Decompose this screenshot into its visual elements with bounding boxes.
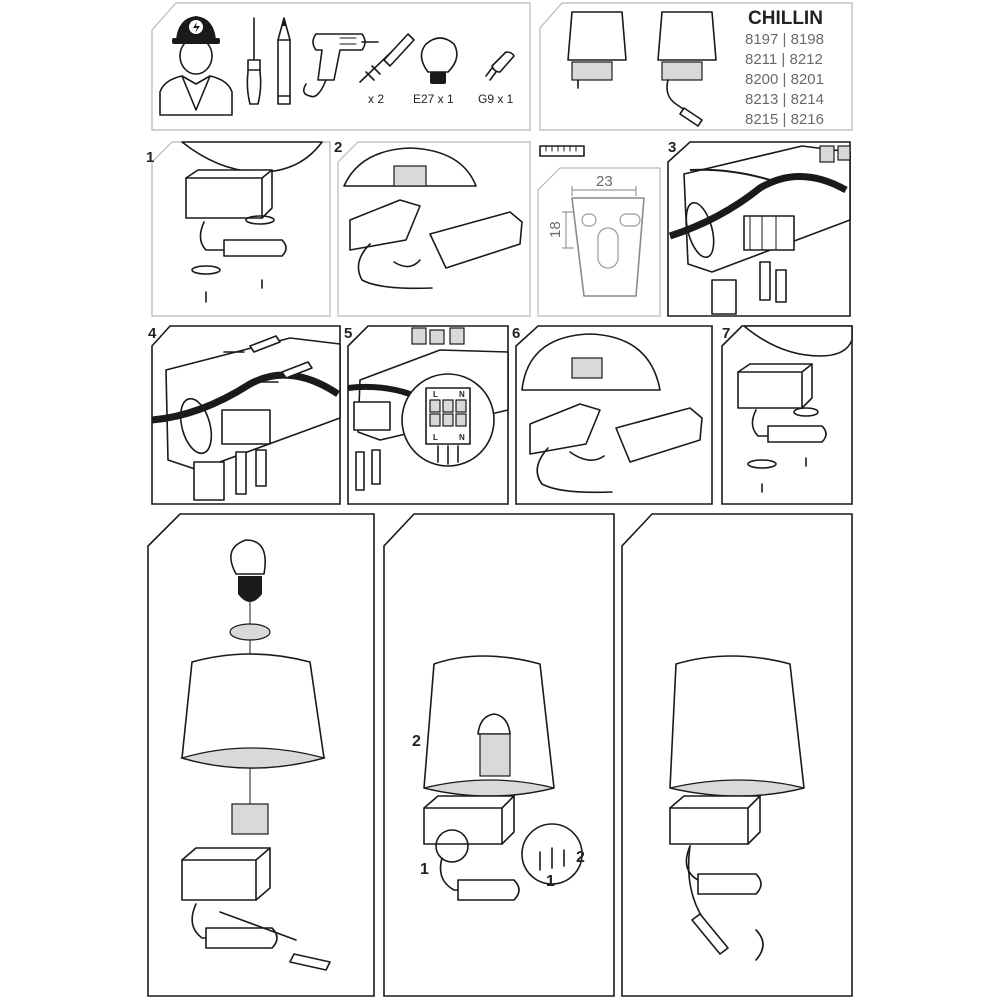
screw-detail-inset: 2 1 — [521, 823, 585, 890]
inset-callout-2: 2 — [576, 849, 585, 866]
template-width-label: 23 — [596, 173, 613, 190]
final-step-c-panel — [621, 513, 853, 997]
model-numbers-row-2: 8211 | 8212 — [745, 51, 823, 68]
ruler-icon — [539, 145, 585, 157]
final-callout-2: 2 — [412, 733, 421, 750]
e27-qty-label: E27 x 1 — [413, 92, 454, 106]
g9-qty-label: G9 x 1 — [478, 92, 514, 106]
product-panel: CHILLIN 8197 | 8198 8211 | 8212 8200 | 8… — [539, 2, 853, 131]
terminal-top-l-label: L — [433, 390, 438, 399]
wall-anchor-icon: x 2 — [359, 33, 415, 106]
e27-bulb-icon: E27 x 1 — [413, 37, 458, 106]
terminal-bottom-n-label: N — [459, 433, 465, 442]
model-numbers-row-3: 8200 | 8201 — [745, 71, 824, 88]
model-numbers-row-5: 8215 | 8216 — [745, 111, 824, 128]
final-callout-1: 1 — [420, 861, 429, 878]
product-lamp-reading-arm-illustration — [657, 11, 717, 127]
step-number-3: 3 — [668, 139, 676, 156]
pencil-icon — [277, 17, 291, 105]
step-1-panel: 1 — [146, 141, 331, 317]
tools-panel: x 2 E27 x 1 G9 x 1 — [151, 2, 531, 131]
e27-bulb-icon — [230, 539, 266, 602]
screwdriver-icon — [246, 17, 262, 105]
step-number-6: 6 — [512, 325, 520, 342]
drilling-template-panel: 23 18 — [537, 145, 661, 317]
drill-icon — [302, 33, 379, 98]
step-number-1: 1 — [146, 149, 154, 166]
anchors-qty-label: x 2 — [368, 92, 384, 106]
terminal-block-zoom: L N L N — [401, 373, 495, 467]
g9-bulb-icon: G9 x 1 — [478, 51, 515, 106]
template-height-label: 18 — [547, 221, 564, 238]
model-numbers-row-4: 8213 | 8214 — [745, 91, 824, 108]
step-number-2: 2 — [334, 139, 342, 156]
product-lamp-plain-illustration — [567, 11, 627, 89]
step-number-5: 5 — [344, 325, 352, 342]
step-2-panel: 2 — [334, 139, 531, 317]
step-number-7: 7 — [722, 325, 730, 342]
final-step-b-panel: 2 1 2 1 — [383, 513, 615, 997]
electrician-icon — [159, 16, 233, 116]
terminal-bottom-l-label: L — [433, 433, 438, 442]
step-5-panel: 5 L N L N — [344, 325, 509, 505]
brand-title: CHILLIN — [748, 8, 823, 29]
step-4-panel: 4 — [148, 325, 341, 505]
step-6-panel: 6 — [512, 325, 713, 505]
inset-callout-1: 1 — [546, 873, 555, 890]
model-numbers-row-1: 8197 | 8198 — [745, 31, 824, 48]
final-step-a-panel — [147, 513, 375, 997]
terminal-top-n-label: N — [459, 390, 465, 399]
step-3-panel: 3 — [667, 139, 851, 317]
step-number-4: 4 — [148, 325, 157, 342]
step-7-panel: 7 — [721, 325, 853, 505]
